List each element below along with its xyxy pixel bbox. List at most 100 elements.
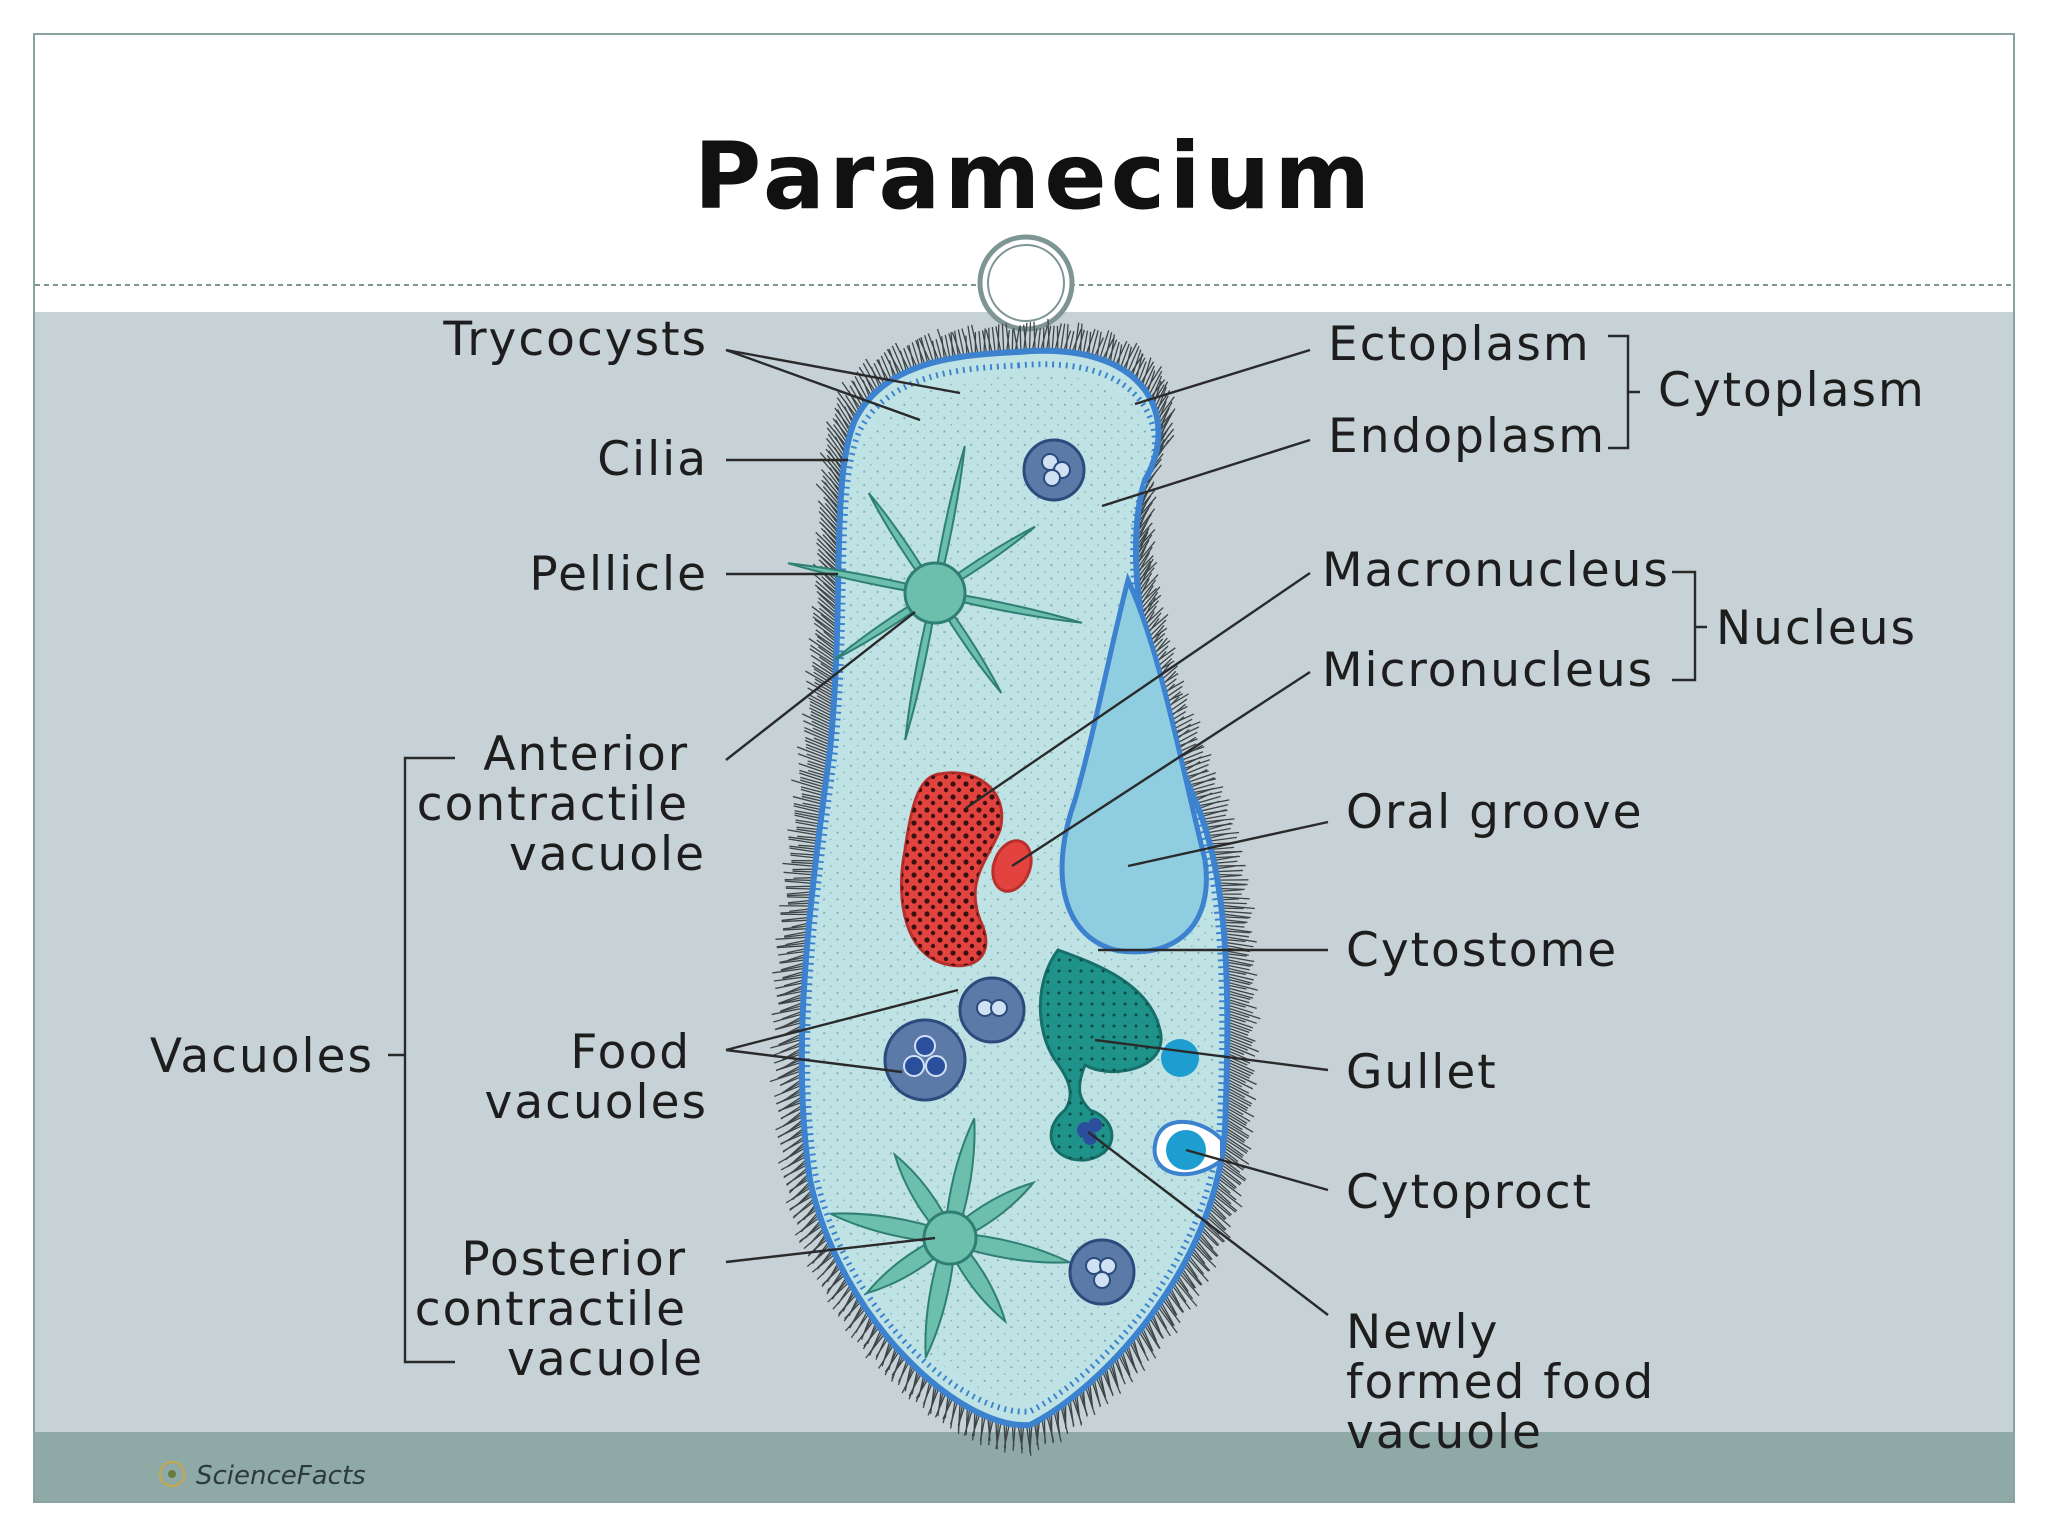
cilium <box>1150 1315 1164 1339</box>
cilium <box>922 1380 931 1409</box>
cilium <box>816 590 839 609</box>
cilium <box>1202 1223 1224 1243</box>
cilium <box>796 746 830 760</box>
cilium <box>1107 1364 1122 1395</box>
cilium <box>1194 1241 1212 1261</box>
cilium <box>1074 322 1080 354</box>
cilium <box>790 854 817 859</box>
cilium <box>1226 992 1251 1001</box>
cilium <box>1208 832 1229 840</box>
cilium <box>1226 1084 1257 1101</box>
cilium <box>1135 353 1144 381</box>
leader-lines <box>725 348 1329 1316</box>
cilium <box>1082 330 1089 355</box>
cilium <box>1226 1075 1254 1090</box>
cilium <box>777 1064 803 1079</box>
cilium <box>1227 1024 1250 1033</box>
cilium <box>1033 321 1036 351</box>
cilium <box>1226 995 1250 1004</box>
cilium <box>911 1369 919 1395</box>
cilium <box>1190 1249 1211 1272</box>
cilium <box>1084 1386 1096 1416</box>
cilium <box>1227 1015 1246 1023</box>
cilium <box>1206 1212 1226 1232</box>
cilium <box>1213 855 1239 862</box>
contractile-vacuole-ray <box>924 1235 957 1359</box>
cilium <box>1224 1132 1252 1150</box>
cilium <box>965 1406 968 1436</box>
cilium <box>819 506 840 530</box>
cilium <box>792 1197 815 1219</box>
cilium <box>814 633 837 649</box>
cilium <box>1129 1341 1146 1372</box>
contractile-vacuole-ray <box>947 1231 1071 1264</box>
cilium <box>1001 323 1005 353</box>
cilium <box>891 1352 903 1382</box>
cilium <box>803 720 832 735</box>
cilium <box>815 531 840 555</box>
cilium <box>1227 1012 1257 1024</box>
cilium <box>809 707 833 720</box>
cilium <box>785 887 813 890</box>
cilium <box>1211 1196 1232 1216</box>
cilium <box>915 340 926 366</box>
cilium <box>1227 1004 1254 1014</box>
cilium <box>1224 938 1246 943</box>
cilium <box>1203 818 1235 823</box>
cilium <box>911 342 921 367</box>
cilium <box>807 760 828 769</box>
cilium <box>1227 1041 1248 1051</box>
cilium <box>1091 1380 1101 1406</box>
cilium <box>1224 1123 1249 1139</box>
cilium <box>782 973 806 980</box>
cilium <box>1224 1126 1246 1142</box>
cilium <box>1221 904 1255 910</box>
cilium <box>1117 344 1123 367</box>
cilium <box>786 1166 809 1186</box>
cilium <box>1225 1098 1248 1112</box>
cilium <box>1212 1193 1237 1213</box>
cilium <box>883 352 897 378</box>
cilium <box>1147 1319 1158 1342</box>
cilium <box>805 743 830 754</box>
cilium <box>927 1387 940 1416</box>
cilium <box>794 812 822 819</box>
cilium <box>1224 941 1254 948</box>
cilium <box>1210 1202 1227 1220</box>
cilium <box>1183 764 1209 776</box>
cilium <box>775 1115 804 1131</box>
cilium <box>1123 1348 1138 1373</box>
cilium <box>1220 901 1247 905</box>
cilium <box>1017 1424 1024 1450</box>
contractile-vacuole-ray <box>904 591 939 741</box>
cilium <box>799 772 826 783</box>
gullet-vesicle <box>1161 1039 1199 1077</box>
cilium <box>784 878 814 882</box>
cilium <box>772 967 806 974</box>
cilium <box>816 538 840 561</box>
cilium <box>821 469 842 493</box>
cilium <box>1153 1310 1171 1337</box>
cilium <box>1184 1262 1203 1286</box>
cilium <box>800 788 825 797</box>
label-micronucleus: Micronucleus <box>1322 643 1654 698</box>
cilium <box>1096 331 1102 359</box>
cilium <box>1219 1166 1242 1185</box>
cilium <box>1037 328 1041 351</box>
vacuoles-bracket <box>388 756 455 1364</box>
cilium <box>771 1007 804 1016</box>
cilium <box>780 964 806 972</box>
cilium <box>935 339 943 361</box>
cilium <box>1047 319 1050 351</box>
cilium <box>906 345 918 368</box>
cilium <box>931 340 937 362</box>
cilium <box>775 981 805 990</box>
label-trycocysts: Trycocysts <box>442 312 708 367</box>
cilium <box>770 1038 803 1049</box>
cilium <box>826 1261 840 1283</box>
cilium <box>779 1073 803 1087</box>
cilium <box>816 552 839 572</box>
cilium <box>1203 1220 1226 1242</box>
cilium <box>800 776 826 786</box>
label-anterior-contractile-vacuole: Anterior contractile vacuole <box>417 727 706 882</box>
